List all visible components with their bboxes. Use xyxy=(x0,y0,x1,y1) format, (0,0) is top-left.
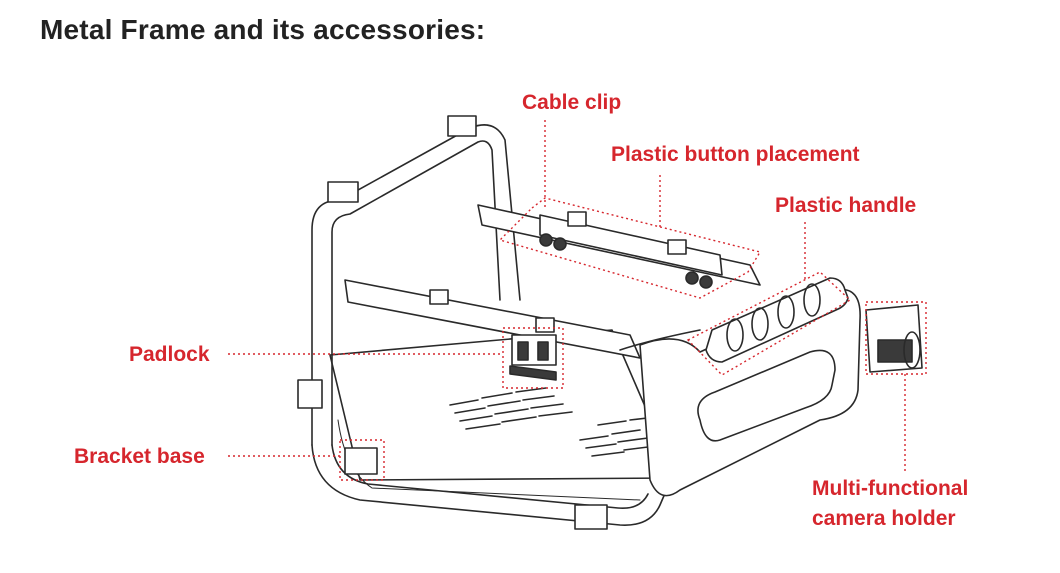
padlock-assembly xyxy=(509,334,557,381)
plastic-handle xyxy=(705,277,849,363)
mid-cross-rail xyxy=(344,279,641,359)
bracket-foot-right xyxy=(574,504,608,530)
label-camera-holder-line1: Multi-functional xyxy=(812,477,969,500)
clip-top-right xyxy=(447,115,477,137)
floor-slots-left xyxy=(449,387,573,430)
callouts xyxy=(228,120,927,481)
frame-drawing xyxy=(297,115,923,530)
page-title: Metal Frame and its accessories: xyxy=(40,14,486,45)
bracket-foot-left xyxy=(344,447,378,475)
label-padlock: Padlock xyxy=(129,343,210,366)
label-camera-holder-line2: camera holder xyxy=(812,507,956,530)
camera-holder xyxy=(865,304,923,373)
label-plastic-handle: Plastic handle xyxy=(775,194,917,217)
clip-left-mid xyxy=(297,379,323,409)
left-upright-tube xyxy=(311,124,521,446)
clip-top-left xyxy=(327,181,359,203)
label-bracket-base: Bracket base xyxy=(74,445,205,468)
label-button-placement: Plastic button placement xyxy=(611,143,860,166)
label-cable-clip: Cable clip xyxy=(522,91,622,114)
button-bracket xyxy=(539,214,723,276)
right-side-frame xyxy=(639,288,861,497)
floor-slots-right xyxy=(579,416,657,457)
